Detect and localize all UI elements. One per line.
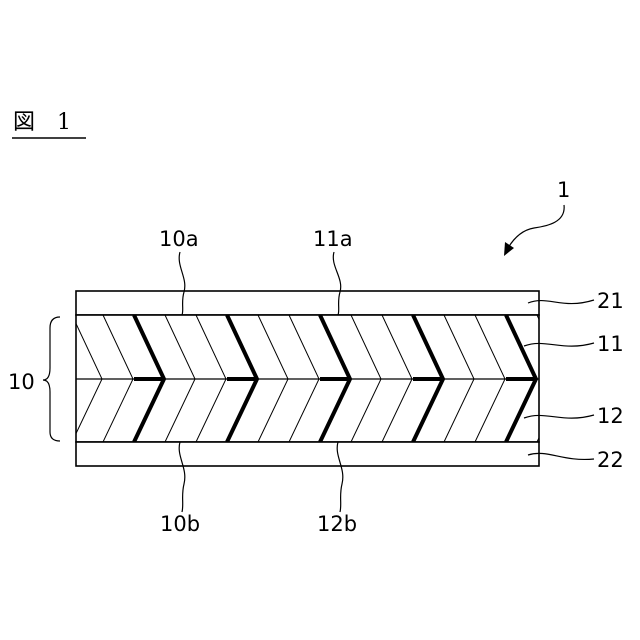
label-10b: 10b: [160, 512, 200, 536]
brace-10: [43, 317, 60, 441]
chevron-hatch-line-11: [537, 315, 567, 379]
label-22: 22: [597, 448, 624, 472]
label-21: 21: [597, 289, 624, 313]
leader-arrow-1: [508, 205, 564, 248]
chevron-hatch-line-11: [568, 315, 598, 379]
bottom-film-layer-22: [76, 442, 539, 466]
chevron-hatch-line-12: [568, 379, 598, 442]
label-1: 1: [557, 178, 570, 202]
arrowhead-1: [504, 242, 514, 256]
chevron-hatch-line-11: [41, 315, 71, 379]
top-film-layer-21: [76, 291, 539, 315]
label-11a: 11a: [313, 227, 353, 251]
label-10a: 10a: [159, 227, 199, 251]
label-12: 12: [597, 404, 624, 428]
figure-title: 図 1: [13, 110, 71, 135]
lower-layer-12-hatch: [10, 379, 598, 442]
chevron-hatch-line-12: [41, 379, 71, 442]
label-11: 11: [597, 332, 624, 356]
label-10: 10: [8, 370, 35, 394]
upper-layer-11-hatch: [10, 315, 598, 379]
chevron-hatch-line-12: [537, 379, 567, 442]
label-12b: 12b: [317, 512, 357, 536]
